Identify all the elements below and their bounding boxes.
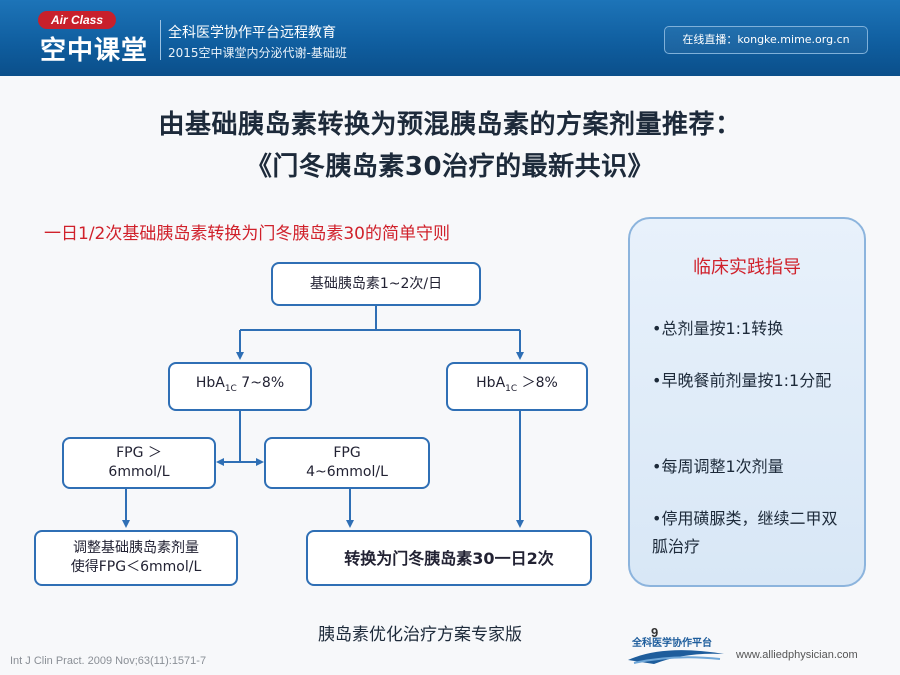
slide-subtitle: 一日1/2次基础胰岛素转换为门冬胰岛素30的简单守则 bbox=[44, 224, 450, 244]
box-switch-aspart30: 转换为门冬胰岛素30一日2次 bbox=[306, 530, 592, 586]
box-fpg-high: FPG ＞ 6mmol/L bbox=[62, 437, 216, 489]
clinical-guidance-panel: 临床实践指导 •总剂量按1:1转换 •早晚餐前剂量按1:1分配 •每周调整1次剂… bbox=[628, 217, 866, 587]
hba-right-prefix: HbA bbox=[476, 375, 506, 392]
fpg-mid-line2: 4~6mmol/L bbox=[306, 464, 388, 480]
header-title: 全科医学协作平台远程教育 bbox=[168, 25, 336, 41]
header-divider bbox=[160, 20, 161, 60]
hba-left-sub: 1C bbox=[224, 383, 237, 394]
adjust-line2: 使得FPG＜6mmol/L bbox=[70, 559, 202, 575]
live-stream-link[interactable]: 在线直播：kongke.mime.org.cn bbox=[664, 26, 868, 54]
header-banner: Air Class 空中课堂 全科医学协作平台远程教育 2015空中课堂内分泌代… bbox=[0, 0, 900, 76]
citation: Int J Clin Pract. 2009 Nov;63(11):1571-7 bbox=[10, 655, 207, 667]
page-number: 9 bbox=[651, 625, 659, 640]
guidance-item: •早晚餐前剂量按1:1分配 bbox=[652, 371, 832, 390]
box-basal-insulin: 基础胰岛素1~2次/日 bbox=[271, 262, 481, 306]
guidance-item: •每周调整1次剂量 bbox=[652, 457, 784, 476]
fpg-high-line1: FPG ＞ bbox=[116, 445, 162, 461]
hba-left-prefix: HbA bbox=[195, 375, 225, 392]
box-adjust-dose: 调整基础胰岛素剂量 使得FPG＜6mmol/L bbox=[34, 530, 238, 586]
guidance-item: •停用磺脲类，继续二甲双胍治疗 bbox=[652, 509, 838, 556]
panel-title: 临床实践指导 bbox=[693, 257, 801, 278]
fpg-mid-line1: FPG bbox=[333, 445, 361, 461]
box-hba1c-7-8: HbA1C 7~8% bbox=[168, 362, 312, 411]
brand-name: 空中课堂 bbox=[40, 36, 149, 66]
slide-title-line2: 《门冬胰岛素30治疗的最新共识》 bbox=[245, 152, 655, 182]
guidance-item: •总剂量按1:1转换 bbox=[652, 319, 784, 338]
hba-right-sub: 1C bbox=[505, 383, 518, 394]
footer-url[interactable]: www.alliedphysician.com bbox=[736, 649, 858, 661]
adjust-line1: 调整基础胰岛素剂量 bbox=[73, 540, 199, 556]
air-class-logo: Air Class bbox=[38, 11, 116, 29]
fpg-high-line2: 6mmol/L bbox=[108, 464, 170, 480]
slide-title-line1: 由基础胰岛素转换为预混胰岛素的方案剂量推荐： bbox=[158, 110, 742, 140]
switch-label: 转换为门冬胰岛素30一日2次 bbox=[344, 548, 554, 568]
allied-physician-logo-icon bbox=[628, 650, 724, 664]
hba-left-suffix: 7~8% bbox=[236, 375, 285, 392]
hba-right-suffix: ＞8% bbox=[517, 375, 558, 392]
box-hba1c-over-8: HbA1C ＞8% bbox=[446, 362, 588, 411]
box-fpg-mid: FPG 4~6mmol/L bbox=[264, 437, 430, 489]
footer-logo-text: 全科医学协作平台 bbox=[632, 638, 712, 649]
header-subtitle: 2015空中课堂内分泌代谢-基础班 bbox=[168, 46, 347, 60]
expert-edition-label: 胰岛素优化治疗方案专家版 bbox=[318, 625, 522, 645]
box-basal-insulin-label: 基础胰岛素1~2次/日 bbox=[309, 275, 443, 292]
